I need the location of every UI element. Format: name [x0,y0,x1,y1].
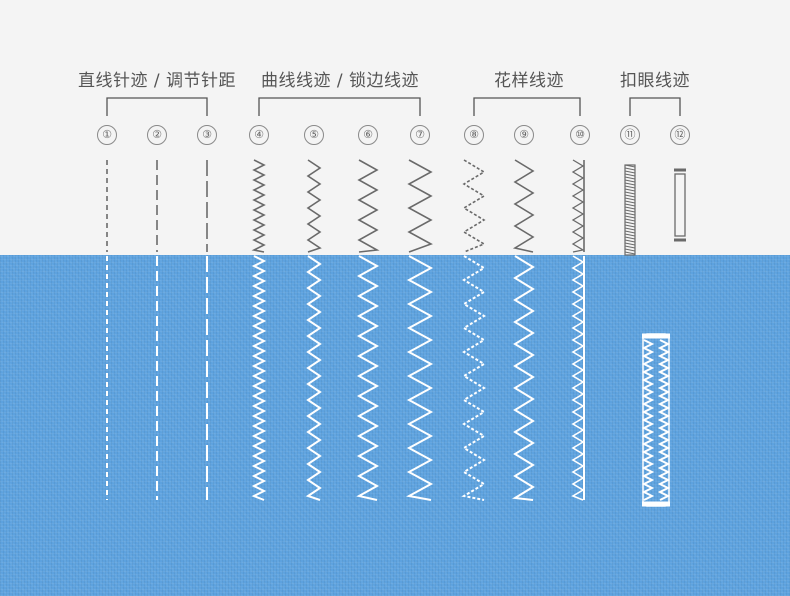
stitch-satin-bar [624,164,636,168]
stitch-number: ⑫ [670,125,690,145]
stitch-buttonhole-sewn [642,333,670,507]
stitch-satin-bar [624,185,636,189]
stitch-satin-bar [624,242,636,246]
stitch-satin-bar [624,245,636,249]
stitch-number: ⑥ [358,125,378,145]
stitch-satin-bar [624,218,636,222]
stitch-satin-bar [624,236,636,240]
stitch-number: ⑦ [410,125,430,145]
category-bracket [629,97,681,116]
stitch-zigzag-widest [407,159,433,253]
stitch-number: ③ [197,125,217,145]
stitch-number: ⑪ [620,125,640,145]
stitch-zigzag-wide [356,255,380,501]
stitch-satin-bar [624,251,636,255]
stitch-buttonhole-sewn [657,339,671,501]
stitch-satin-bar [624,212,636,216]
stitch-buttonhole-sewn [641,339,655,501]
stitch-buttonhole [674,173,686,237]
stitch-zigzag-straight-edge [512,159,535,253]
stitch-satin-bar [624,224,636,228]
stitch-zigzag-medium [305,255,322,501]
stitch-satin-bar [624,206,636,210]
stitch-satin-bar [624,221,636,225]
category-bracket [258,97,421,116]
stitch-satin-bar [624,209,636,213]
stitch-number: ① [97,125,117,145]
stitch-satin-bar [624,170,636,174]
category-label-straight: 直线针迹 / 调节针距 [77,71,237,91]
stitch-satin-bar [624,182,636,186]
stitch-overlock [571,159,585,253]
stitch-satin-bar [624,179,636,183]
stitch-satin-bar [624,248,636,252]
stitch-dotted-zigzag [461,255,486,501]
stitch-satin-bar [624,239,636,243]
stitch-zigzag-fine [251,159,266,253]
stitch-satin-bar [624,167,636,171]
stitch-number: ② [147,125,167,145]
stitch-zigzag-straight-edge [511,255,535,501]
stitch-satin-bar [624,176,636,180]
category-label-curve: 曲线线迹 / 锁边线迹 [260,71,420,91]
blue-fabric-swatch [0,255,790,596]
stitch-overlock [571,255,585,501]
category-bracket [106,97,208,116]
stitch-satin-bar [624,173,636,177]
stitch-satin-bar [624,215,636,219]
stitch-satin-bar [624,230,636,234]
stitch-satin-bar [624,227,636,231]
stitch-satin-bar [624,197,636,201]
stitch-zigzag-widest [406,255,434,501]
stitch-satin-bar [624,203,636,207]
category-label-pattern: 花样线迹 [494,71,564,91]
stitch-number: ⑤ [304,125,324,145]
category-label-buttonhole: 扣眼线迹 [620,71,690,91]
stitch-satin-bar [624,191,636,195]
stitch-zigzag-medium [306,159,322,253]
category-bracket [473,97,581,116]
stitch-dotted-zigzag [462,159,486,253]
stitch-number: ⑨ [514,125,534,145]
stitch-satin-bar [624,200,636,204]
stitch-zigzag-fine [251,255,267,501]
stitch-zigzag-wide [357,159,380,253]
stitch-number: ④ [249,125,269,145]
stitch-satin-bar [624,194,636,198]
stitch-satin-bar [624,188,636,192]
stitch-number: ⑩ [570,125,590,145]
stitch-number: ⑧ [464,125,484,145]
stitch-satin-bar [624,233,636,237]
